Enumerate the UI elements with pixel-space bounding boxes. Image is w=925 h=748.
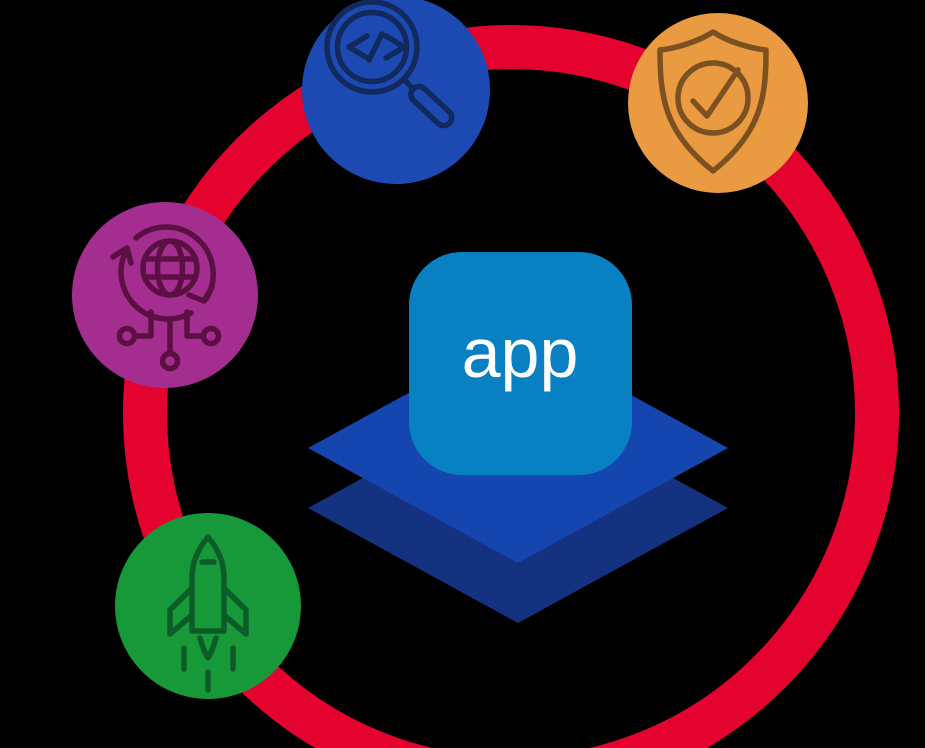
code-search-badge: [302, 0, 490, 184]
rocket-launch-icon: [167, 534, 249, 693]
security-shield-check-icon: [657, 29, 769, 174]
globe-sync-network-icon: [110, 224, 222, 372]
globe-sync-badge: [72, 202, 258, 388]
rocket-badge-circle: [115, 513, 301, 699]
code-search-magnifier-icon: [324, 0, 455, 129]
lifecycle-ring-icon: [123, 25, 899, 748]
app-tile: [409, 252, 632, 475]
rocket-badge: [115, 513, 301, 699]
shield-check-badge: [628, 13, 808, 193]
app-label: app: [462, 314, 579, 392]
